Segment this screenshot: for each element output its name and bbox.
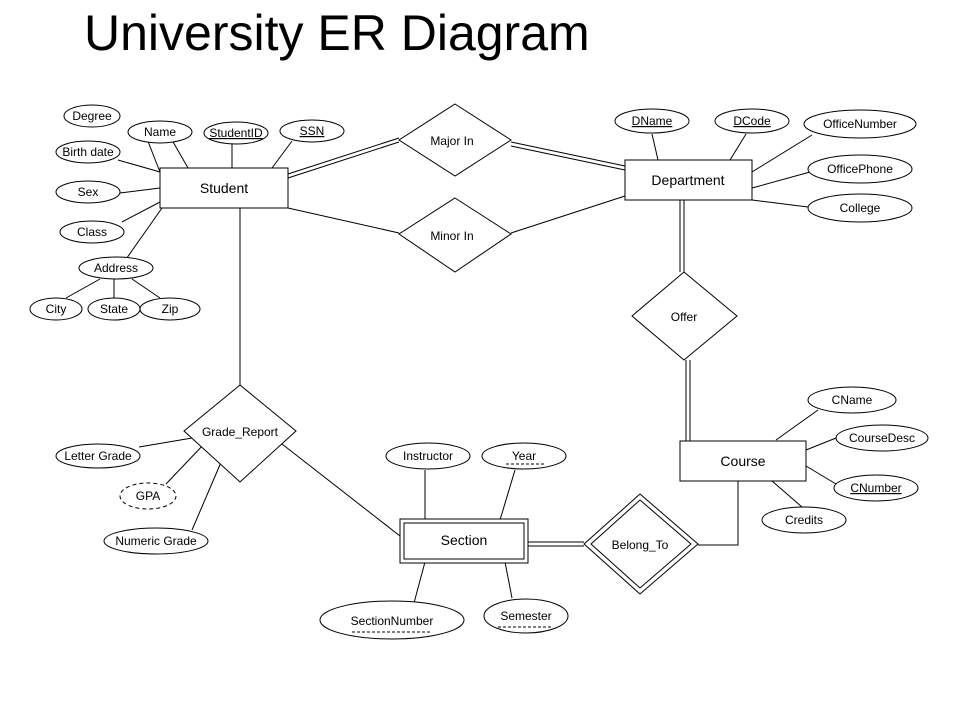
- relationship-grade-report: Grade_Report: [183, 384, 297, 483]
- attribute-ssn: SSN: [279, 119, 345, 143]
- attribute-label: Instructor: [403, 449, 453, 463]
- attribute-college: College: [807, 193, 913, 223]
- attribute-zip: Zip: [139, 297, 201, 321]
- attribute-office-number: OfficeNumber: [803, 109, 917, 139]
- attribute-label: CourseDesc: [849, 431, 915, 445]
- attribute-address: Address: [78, 256, 154, 280]
- attribute-gpa: GPA: [119, 482, 177, 510]
- attribute-label: Semester: [500, 609, 551, 623]
- attribute-label: Birth date: [62, 145, 114, 159]
- entity-label: Course: [720, 453, 765, 469]
- attribute-class: Class: [59, 220, 125, 244]
- attribute-instructor: Instructor: [385, 442, 471, 470]
- relationship-label: Belong_To: [612, 538, 669, 552]
- relationship-belong-to: Belong_To: [583, 493, 699, 595]
- attribute-state: State: [87, 297, 141, 321]
- entity-label: Student: [200, 180, 248, 196]
- attribute-label: CName: [832, 393, 873, 407]
- relationship-label: Grade_Report: [202, 425, 279, 439]
- attribute-label: DCode: [733, 114, 771, 128]
- attribute-cnumber: CNumber: [833, 474, 919, 502]
- attribute-birth-date: Birth date: [55, 140, 121, 164]
- attribute-label: OfficePhone: [827, 162, 893, 176]
- attribute-dname: DName: [614, 108, 690, 134]
- attribute-label: Name: [144, 125, 176, 139]
- attribute-credits: Credits: [761, 506, 847, 534]
- entity-course: Course: [679, 440, 807, 482]
- attribute-label: State: [100, 302, 128, 316]
- relationship-minor-in: Minor In: [398, 197, 512, 273]
- attribute-label: SectionNumber: [351, 614, 434, 628]
- attribute-label: Degree: [72, 109, 112, 123]
- attribute-letter-grade: Letter Grade: [55, 443, 141, 469]
- attribute-label: DName: [632, 114, 673, 128]
- attribute-sex: Sex: [55, 180, 121, 204]
- entity-label: Department: [651, 172, 724, 188]
- relationship-label: Major In: [430, 134, 473, 148]
- attribute-section-number: SectionNumber: [319, 600, 465, 640]
- attribute-label: Credits: [785, 513, 823, 527]
- entity-student: Student: [159, 167, 289, 209]
- attribute-office-phone: OfficePhone: [807, 154, 913, 184]
- attribute-label: College: [840, 201, 881, 215]
- relationship-label: Offer: [671, 310, 697, 324]
- attribute-degree: Degree: [63, 104, 121, 128]
- entity-label: Section: [441, 532, 488, 548]
- attribute-label: GPA: [136, 489, 160, 503]
- attribute-label: Year: [512, 449, 536, 463]
- attribute-semester: Semester: [483, 598, 569, 634]
- attribute-name: Name: [127, 120, 193, 144]
- attribute-student-id: StudentID: [203, 121, 269, 145]
- attribute-cname: CName: [807, 386, 897, 414]
- page-title: University ER Diagram: [84, 5, 590, 61]
- attribute-city: City: [29, 297, 83, 321]
- attribute-label: Letter Grade: [64, 449, 132, 463]
- attribute-label: Class: [77, 225, 107, 239]
- attribute-label: SSN: [300, 124, 325, 138]
- relationship-offer: Offer: [631, 271, 738, 361]
- attribute-label: CNumber: [850, 481, 901, 495]
- relationship-major-in: Major In: [398, 103, 512, 177]
- attribute-label: OfficeNumber: [823, 117, 897, 131]
- entity-department: Department: [624, 159, 753, 201]
- attribute-label: Sex: [78, 185, 99, 199]
- attribute-year: Year: [481, 442, 567, 470]
- relationship-label: Minor In: [430, 229, 473, 243]
- entity-section: Section: [399, 518, 529, 564]
- attribute-label: Address: [94, 261, 138, 275]
- attribute-label: Zip: [162, 302, 179, 316]
- attribute-label: City: [46, 302, 67, 316]
- attribute-dcode: DCode: [714, 108, 790, 134]
- attribute-label: StudentID: [209, 126, 263, 140]
- attribute-numeric-grade: Numeric Grade: [103, 527, 209, 555]
- attribute-course-desc: CourseDesc: [835, 424, 929, 452]
- attribute-label: Numeric Grade: [115, 534, 197, 548]
